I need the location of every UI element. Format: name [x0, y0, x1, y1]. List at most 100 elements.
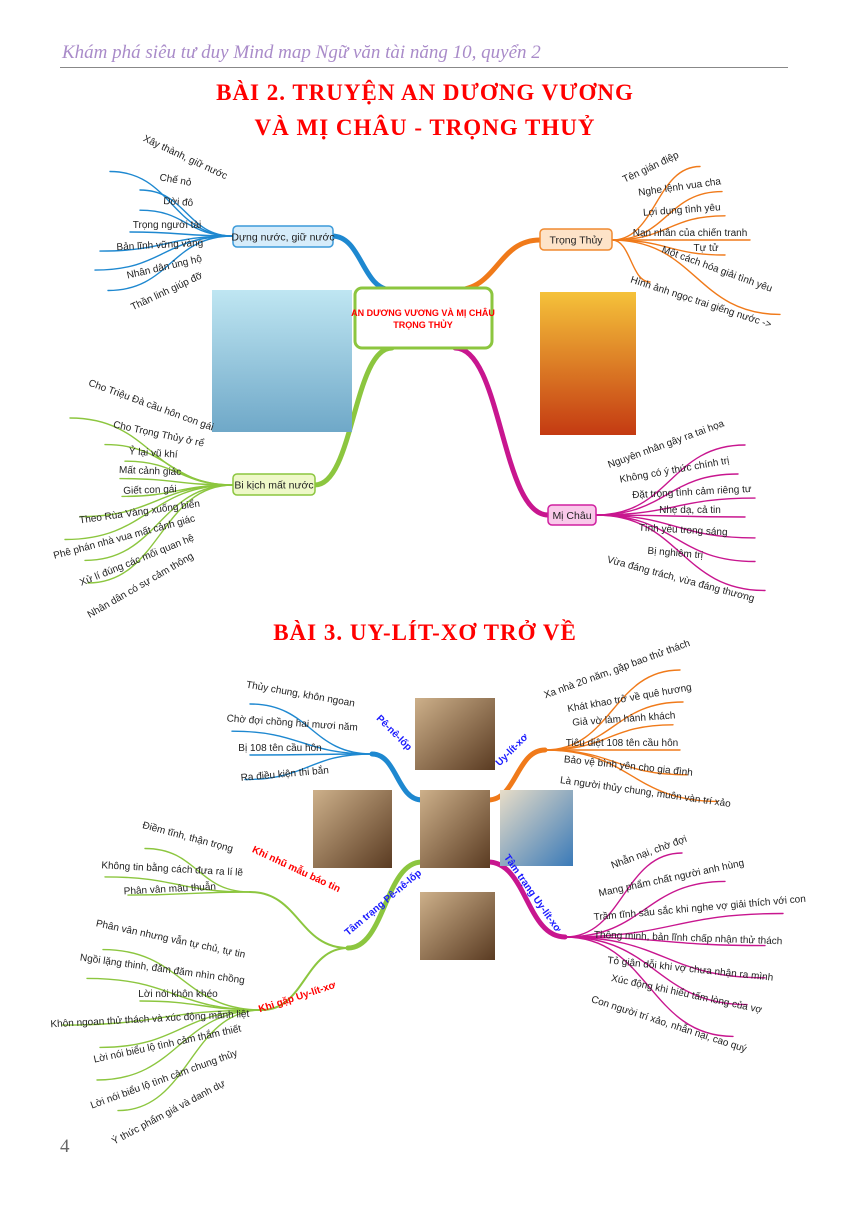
leaf-connector — [119, 477, 234, 486]
branch-connector — [452, 345, 551, 518]
leaf-connector — [99, 1009, 263, 1049]
leaf-connector — [564, 936, 766, 979]
painting-suitors — [415, 698, 495, 770]
branch-my-chau-label: Mị Châu — [552, 510, 591, 522]
leaf-topic[interactable]: Ỷ lại vũ khí — [128, 444, 178, 460]
leaf-connector — [595, 514, 756, 539]
branch-tam-trang-pe-ne-lop[interactable]: Tâm trạng Pê-nê-lốp — [342, 867, 424, 938]
branch-trong-thuy[interactable]: Trọng Thủy — [539, 228, 613, 251]
leaf-topic[interactable]: Dời đô — [163, 196, 194, 209]
leaf-connector — [595, 444, 746, 516]
branch-connector — [452, 237, 543, 293]
branch-connector — [369, 751, 425, 803]
leaf-topic[interactable]: Xây thành, giữ nước — [141, 133, 229, 182]
leaf-topic[interactable]: Không tin bằng cách đưa ra lí lẽ — [101, 858, 244, 878]
leaf-topic[interactable]: Ra điều kiện thi bắn — [240, 763, 329, 784]
leaf-connector — [564, 936, 748, 1006]
leaf-topic[interactable]: Tiêu diệt 108 tên cầu hôn — [566, 737, 679, 749]
painting-hall — [420, 892, 495, 960]
leaf-connector — [96, 1009, 263, 1081]
leaf-connector — [564, 936, 766, 947]
leaf-topic[interactable]: Vừa đáng trách, vừa đáng thương — [606, 555, 756, 605]
leaf-connector — [144, 847, 251, 893]
my-chau-trong-thuy-book-cover — [540, 292, 636, 435]
an-duong-vuong-illustration — [212, 290, 352, 432]
leaf-connector — [611, 190, 723, 241]
branch-connector — [312, 345, 395, 488]
leaf-topic[interactable]: Trọng người tài — [133, 220, 201, 231]
branch-dung-nuoc-label: Dựng nước, giữ nước — [231, 232, 334, 244]
leaf-connector — [84, 484, 234, 562]
leaf-topic[interactable]: Nhẹ dạ, cả tin — [659, 505, 721, 516]
leaf-connector — [104, 876, 251, 893]
leaf-connector — [64, 484, 234, 541]
leaf-connector — [61, 1009, 263, 1026]
leaf-connector — [564, 936, 734, 1038]
leaf-connector — [139, 189, 234, 237]
leaf-topic[interactable]: Nạn nhân của chiến tranh — [633, 227, 748, 239]
leaf-connector — [611, 165, 701, 241]
leaf-connector — [544, 749, 719, 803]
leaf-connector — [564, 880, 726, 938]
central-topic-line2: TRỌNG THỦY — [393, 319, 453, 330]
branch-connector — [485, 747, 548, 803]
leaf-connector — [107, 235, 234, 292]
leaf-connector — [249, 753, 373, 756]
leaf-topic[interactable]: Thông minh, bản lĩnh chấp nhận thử thách — [594, 929, 783, 948]
leaf-topic[interactable]: Giết con gái — [123, 483, 177, 497]
lesson2-title-line1: BÀI 2. TRUYỆN AN DƯƠNG VƯƠNG — [216, 80, 634, 105]
leaf-connector — [611, 239, 781, 316]
leaf-connector — [544, 669, 681, 751]
leaf-topic[interactable]: Bản lĩnh vững vàng — [116, 238, 203, 254]
branch-my-chau[interactable]: Mị Châu — [547, 504, 597, 526]
leaf-connector — [102, 948, 263, 1011]
branch-pe-ne-lop[interactable]: Pê-nê-lốp — [374, 713, 415, 754]
leaf-topic[interactable]: Cho Triệu Đà cầu hôn con gái — [87, 377, 215, 434]
leaf-connector — [94, 235, 234, 271]
painting-trojan-horse — [420, 790, 490, 868]
central-topic[interactable]: AN DƯƠNG VƯƠNG VÀ MỊ CHÂU TRỌNG THỦY — [351, 286, 495, 350]
illustration-reunion — [500, 790, 573, 866]
leaf-topic[interactable]: Tự tử — [693, 242, 718, 254]
central-topic-line1: AN DƯƠNG VƯƠNG VÀ MỊ CHÂU — [351, 307, 495, 318]
branch-dung-nuoc[interactable]: Dựng nước, giữ nước — [231, 225, 335, 248]
leaf-topic[interactable]: Là người thủy chung, muôn vàn trí xảo — [559, 774, 732, 810]
leaf-connector — [231, 730, 373, 755]
page-number: 4 — [60, 1136, 70, 1157]
leaf-connector — [611, 215, 726, 241]
leaf-topic[interactable]: Trầm tĩnh sâu sắc khi nghe vợ giải thích… — [593, 892, 806, 924]
leaf-topic[interactable]: Bị 108 tên cầu hôn — [238, 742, 321, 754]
header-divider — [60, 67, 788, 68]
leaf-connector — [595, 473, 739, 516]
leaf-topic[interactable]: Mất cảnh giác — [119, 464, 182, 478]
leaf-topic[interactable]: Bảo vệ bình yên cho gia đình — [563, 754, 693, 778]
leaf-topic[interactable]: Lợi dụng tình yêu — [643, 202, 721, 218]
leaf-connector — [249, 703, 373, 755]
leaf-topic[interactable]: Tình yêu trong sáng — [638, 523, 727, 539]
leaf-connector — [117, 1009, 263, 1112]
leaf-topic[interactable]: Chế nỏ — [159, 171, 193, 188]
leaf-connector — [544, 701, 684, 751]
leaf-topic[interactable]: Nghe lệnh vua cha — [638, 176, 723, 199]
leaf-connector — [139, 209, 234, 237]
leaf-connector — [564, 912, 784, 938]
leaf-connector — [244, 753, 373, 781]
leaf-connector — [611, 239, 651, 283]
sub-branch-connector — [261, 947, 349, 1011]
leaf-topic[interactable]: Ngồi lặng thinh, đăm đăm nhìn chồng — [79, 952, 245, 987]
lesson2-title-line2: VÀ MỊ CHÂU - TRỌNG THUỶ — [254, 115, 596, 140]
branch-connector — [485, 859, 568, 940]
branch-connector — [345, 859, 425, 951]
leaf-topic[interactable]: Bị nghiêm trị — [647, 546, 703, 562]
lesson3-title: BÀI 3. UY-LÍT-XƠ TRỞ VỀ — [273, 620, 577, 645]
leaf-connector — [87, 484, 234, 584]
branch-trong-thuy-label: Trọng Thủy — [549, 235, 603, 247]
sub-branch-khi-gap-uy-lit-xo[interactable]: Khi gặp Uy-lít-xơ — [257, 980, 338, 1016]
leaf-connector — [595, 514, 766, 592]
leaf-topic[interactable]: Phân vân nhưng vẫn tự chủ, tự tin — [95, 916, 247, 960]
leaf-topic[interactable]: Lời nói khôn khéo — [138, 989, 218, 1000]
leaf-connector — [127, 891, 251, 896]
running-header: Khám phá siêu tư duy Mind map Ngữ văn tà… — [62, 42, 541, 63]
branch-bi-kich[interactable]: Bi kịch mất nước — [232, 473, 316, 496]
